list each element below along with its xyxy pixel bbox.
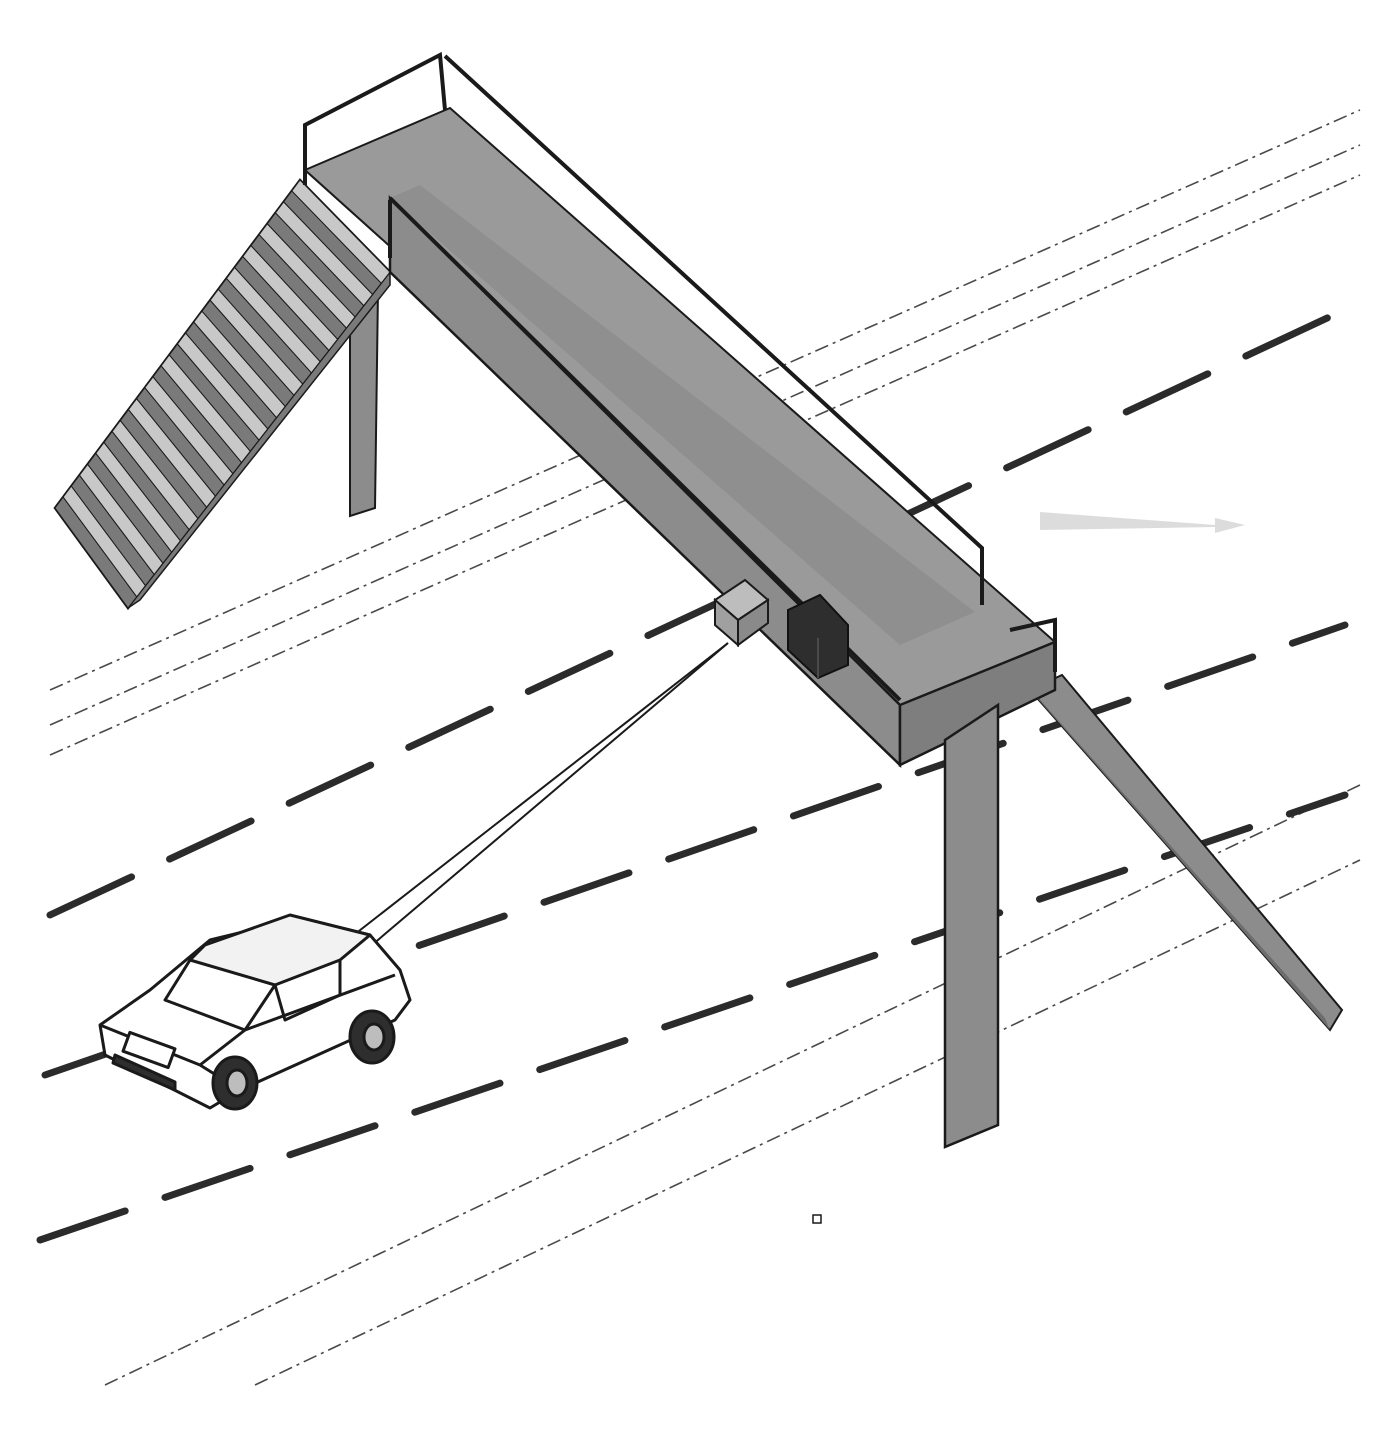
- car-side-window: [273, 960, 342, 1022]
- overhead-sensor: [713, 578, 770, 648]
- road-edge-lines: [49, 109, 1361, 1386]
- car: [98, 913, 412, 1111]
- edge-line-far-2: [49, 144, 1361, 726]
- front-wheel-hub: [225, 1068, 249, 1098]
- direction-arrow-shape: [1040, 512, 1245, 533]
- sensor-beam-line-1: [371, 642, 729, 946]
- car-windshield: [163, 959, 277, 1032]
- railing-far-side: [443, 54, 984, 605]
- sensor-beam: [349, 642, 729, 946]
- edge-line-near-2: [254, 859, 1361, 1386]
- car-body-crease: [199, 973, 396, 1067]
- car-front-wheel: [211, 1055, 259, 1111]
- car-rear-wheel: [348, 1009, 396, 1065]
- railing-left-end: [303, 51, 447, 185]
- ramp-side: [1030, 690, 1330, 1030]
- sensor-beam-line-2: [349, 642, 729, 939]
- bridge-end-face: [898, 640, 1057, 767]
- car-bumper: [111, 1053, 177, 1092]
- lane-markings: [36, 301, 1359, 1244]
- small-marker: [812, 1214, 822, 1224]
- sensor-box-right: [737, 598, 769, 647]
- right-pillar: [943, 702, 1000, 1149]
- staircase-steps: [54, 179, 391, 609]
- roadside-unit-body: [787, 593, 849, 680]
- rear-wheel-hub: [362, 1022, 386, 1052]
- car-license-plate: [121, 1030, 177, 1070]
- edge-line-far-1: [49, 109, 1361, 691]
- staircase: [53, 178, 392, 611]
- edge-line-far-3: [49, 174, 1361, 756]
- lane-mark-1: [46, 301, 1359, 919]
- lane-mark-3: [36, 791, 1349, 1244]
- roadside-unit: [787, 593, 849, 680]
- edge-line-near-1: [104, 784, 1361, 1386]
- direction-arrow: [1040, 512, 1245, 533]
- lane-mark-2: [41, 621, 1349, 1079]
- bridge-deck-shade: [390, 185, 975, 645]
- railing-right-end: [1009, 617, 1057, 672]
